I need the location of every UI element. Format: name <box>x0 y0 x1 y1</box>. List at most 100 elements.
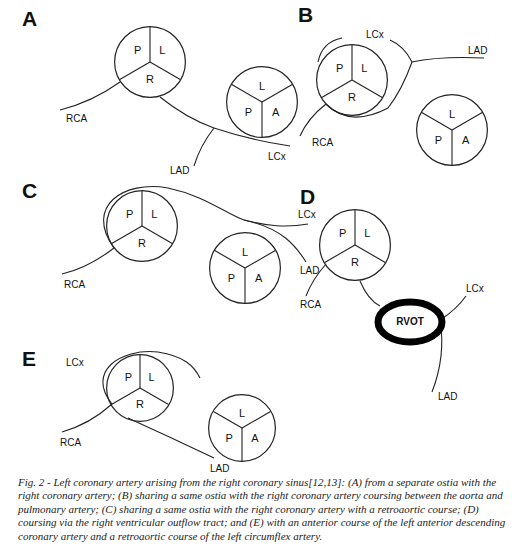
commissure-line <box>242 412 271 428</box>
cusp-letter: P <box>339 228 346 239</box>
structure-label: RVOT <box>396 317 424 327</box>
cusp-letter: P <box>125 372 132 383</box>
aortic-valve-circle: PLR <box>106 354 174 422</box>
commissure-line <box>120 62 150 79</box>
artery-label: RCA <box>300 300 321 310</box>
cusp-letter: L <box>239 408 245 419</box>
cusp-letter: P <box>134 45 141 56</box>
commissure-line <box>142 226 172 243</box>
cusp-letter: L <box>159 45 165 56</box>
valve-outline <box>106 190 178 262</box>
commissure-line <box>215 251 245 268</box>
cusp-letter: P <box>245 107 252 118</box>
valve-outline <box>114 26 186 98</box>
artery-line <box>412 58 484 63</box>
panel-letter: E <box>22 348 36 369</box>
commissure-line <box>140 388 169 404</box>
cusp-letter: A <box>462 135 469 146</box>
figure-caption: Fig. 2 - Left coronary artery arising fr… <box>18 476 518 543</box>
commissure-line <box>245 251 275 268</box>
aortic-valve-circle: P L R <box>106 190 178 262</box>
cusp-letter: P <box>336 63 343 74</box>
cusp-letter: L <box>259 81 265 92</box>
cusp-letter: L <box>361 63 367 74</box>
artery-line <box>244 220 306 262</box>
commissure-line <box>111 388 140 404</box>
artery-label: LCx <box>268 152 286 162</box>
commissure-line <box>112 226 142 243</box>
cusp-letter: L <box>151 209 157 220</box>
artery-line <box>300 104 326 136</box>
ring-shape <box>378 302 442 342</box>
cusp-letter: L <box>364 228 370 239</box>
commissure-line <box>139 355 140 388</box>
cusp-letter: R <box>351 257 359 268</box>
commissure-line <box>232 85 262 102</box>
commissure-line <box>422 113 452 130</box>
artery-line <box>360 281 380 306</box>
commissure-line <box>451 130 452 165</box>
pulmonary-valve-circle: LPA <box>209 232 281 304</box>
cusp-letter: A <box>272 107 279 118</box>
commissure-line <box>322 80 352 97</box>
valve-outline <box>208 394 276 462</box>
artery-line <box>390 40 412 62</box>
valve-ring <box>209 395 276 462</box>
valve-ring <box>320 210 391 281</box>
artery-label: LAD <box>468 46 487 56</box>
commissure-line <box>351 45 352 80</box>
artery-label: LCx <box>66 358 84 368</box>
commissure-line <box>141 191 142 226</box>
commissure-line <box>261 102 262 137</box>
cusp-letter: R <box>348 92 356 103</box>
artery-label: LCx <box>466 284 484 294</box>
commissure-line <box>452 113 482 130</box>
commissure-line <box>355 245 385 262</box>
artery-label: LAD <box>170 166 189 176</box>
artery-line <box>326 62 412 117</box>
outflow-tract-ring: RVOT <box>374 298 446 346</box>
aortic-valve-circle: P L R <box>319 209 391 281</box>
cusp-letter: R <box>138 238 146 249</box>
artery-label: RCA <box>312 138 333 148</box>
artery-label: LAD <box>438 392 457 402</box>
panel-letter: C <box>22 180 37 201</box>
valve-outline <box>209 232 281 304</box>
artery-label: RCA <box>60 438 81 448</box>
panel-letter: D <box>300 186 315 207</box>
artery-line <box>244 220 308 226</box>
artery-line <box>194 128 214 166</box>
commissure-line <box>262 85 292 102</box>
pulmonary-valve-circle: L P A <box>226 66 298 138</box>
commissure-line <box>149 27 150 62</box>
commissure-line <box>244 268 245 303</box>
commissure-line <box>325 245 355 262</box>
valve-ring <box>417 95 488 166</box>
cusp-letter: P <box>225 432 232 443</box>
valve-outline <box>226 66 298 138</box>
valve-outline <box>106 354 174 422</box>
valve-ring <box>227 67 298 138</box>
valve-ring <box>107 191 178 262</box>
cusp-letter: P <box>435 135 442 146</box>
valve-ring <box>107 355 174 422</box>
panel-letter: B <box>298 4 313 25</box>
pulmonary-valve-circle: LPA <box>208 394 276 462</box>
cusp-letter: L <box>242 247 248 258</box>
cusp-letter: L <box>148 372 154 383</box>
artery-line <box>62 404 112 432</box>
artery-label: RCA <box>64 280 85 290</box>
artery-line <box>128 418 214 458</box>
artery-label: RCA <box>66 114 87 124</box>
cusp-letter: L <box>449 109 455 120</box>
valve-ring <box>317 45 388 116</box>
artery-line <box>214 128 290 146</box>
cusp-letter: P <box>126 209 133 220</box>
commissure-line <box>352 80 382 97</box>
artery-label: LAD <box>210 464 229 474</box>
valve-ring <box>115 27 186 98</box>
cusp-letter: A <box>255 273 262 284</box>
artery-label: LCx <box>366 30 384 40</box>
